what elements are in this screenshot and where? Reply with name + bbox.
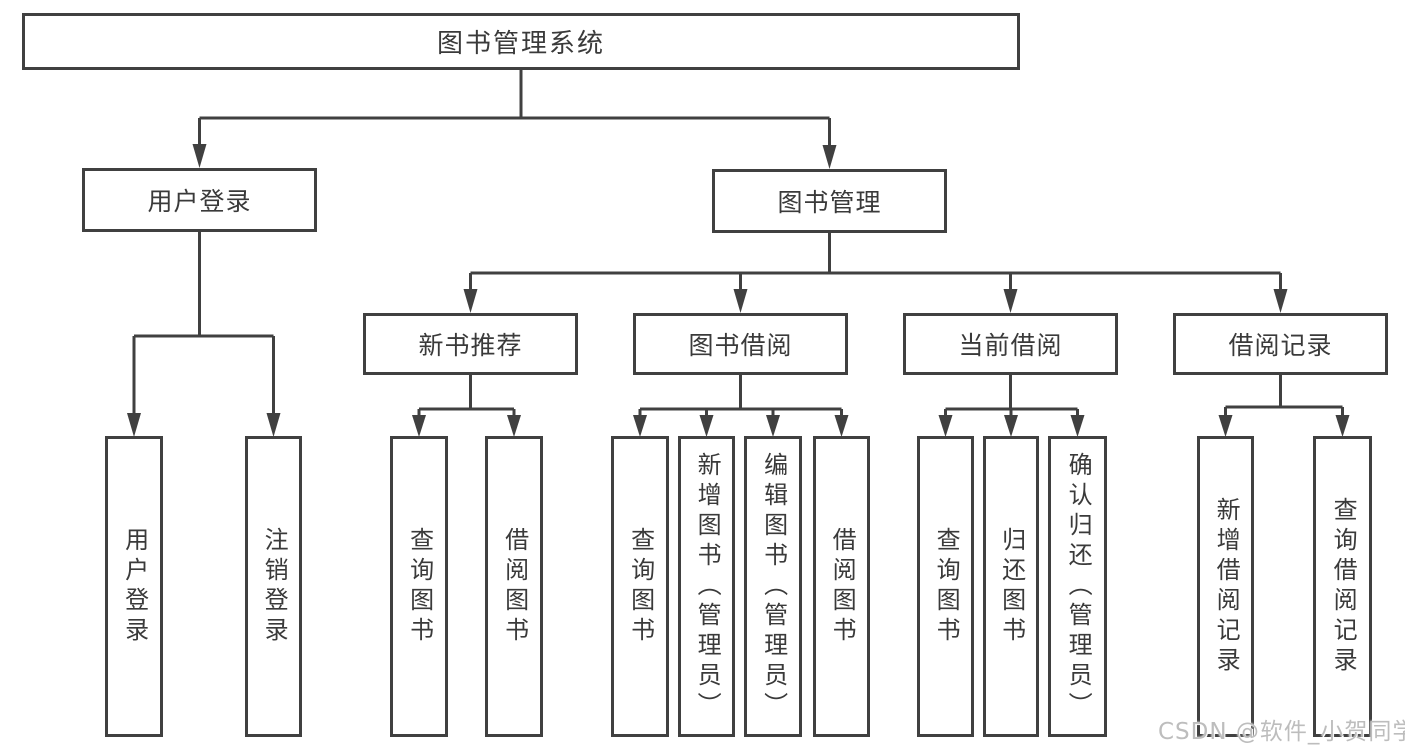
arrowhead: [1004, 415, 1018, 437]
node-book-borrow: 图书借阅: [633, 313, 848, 375]
leaf-query-books-borrow: 查询图书: [611, 436, 669, 737]
node-label: 当前借阅: [958, 331, 1063, 360]
arrowhead: [1335, 415, 1350, 437]
leaf-label: 借阅图书: [828, 526, 857, 647]
leaf-label: 借阅图书: [500, 526, 529, 647]
leaf-label: 查询图书: [626, 526, 655, 647]
node-label: 新书推荐: [418, 331, 523, 360]
csdn-watermark: CSDN @软件_小贺同学: [1158, 719, 1405, 745]
arrowhead: [463, 289, 478, 313]
arrowhead: [507, 415, 521, 437]
leaf-label: 查询图书: [932, 526, 961, 647]
connector-book-management-branch: [469, 233, 1282, 293]
arrowhead: [192, 144, 207, 168]
node-new-book-recommend: 新书推荐: [363, 313, 578, 375]
leaf-borrow-books: 借阅图书: [813, 436, 870, 737]
arrowhead: [412, 415, 426, 437]
leaf-query-books-current: 查询图书: [917, 436, 974, 737]
leaf-borrow-books-recommend: 借阅图书: [485, 436, 543, 737]
leaf-label: 查询借阅记录: [1329, 496, 1358, 677]
node-borrow-records: 借阅记录: [1173, 313, 1388, 375]
leaf-label: 用户登录: [120, 526, 149, 647]
leaf-edit-book-admin: 编辑图书（管理员）: [744, 436, 802, 737]
connector-current-borrow-branch: [944, 375, 1079, 417]
leaf-label: 确认归还（管理员）: [1064, 451, 1093, 722]
leaf-label: 归还图书: [997, 526, 1026, 647]
arrowhead: [834, 415, 849, 437]
connector-book-borrow-branch: [638, 375, 843, 417]
node-label: 用户登录: [147, 187, 252, 216]
connector-user-login-branch: [132, 232, 275, 417]
node-root-label: 图书管理系统: [436, 29, 605, 59]
arrowhead: [938, 415, 953, 437]
arrowhead: [1273, 289, 1288, 313]
arrowhead: [766, 415, 780, 437]
leaf-add-borrow-record: 新增借阅记录: [1197, 436, 1254, 737]
node-current-borrow: 当前借阅: [903, 313, 1118, 375]
arrowhead: [1070, 415, 1085, 437]
leaf-logout: 注销登录: [245, 436, 302, 737]
leaf-label: 新增图书（管理员）: [693, 451, 722, 722]
node-user-login: 用户登录: [82, 168, 317, 232]
arrowhead: [1003, 289, 1018, 313]
leaf-label: 查询图书: [405, 526, 434, 647]
arrowhead: [266, 413, 281, 437]
leaf-label: 新增借阅记录: [1212, 496, 1241, 677]
connector-new-book-branch: [417, 375, 516, 417]
connector-borrow-records-branch: [1224, 375, 1344, 417]
node-label: 图书管理: [777, 188, 882, 217]
node-book-management: 图书管理: [712, 169, 947, 233]
arrowhead: [633, 415, 647, 437]
leaf-confirm-return-admin: 确认归还（管理员）: [1048, 436, 1107, 737]
arrowhead: [822, 145, 837, 169]
leaf-label: 注销登录: [260, 526, 289, 647]
arrowhead: [1218, 415, 1233, 437]
node-root-system: 图书管理系统: [22, 13, 1020, 70]
leaf-label: 编辑图书（管理员）: [759, 451, 788, 722]
leaf-query-borrow-record: 查询借阅记录: [1313, 436, 1372, 737]
leaf-user-login: 用户登录: [105, 436, 163, 737]
arrowhead: [127, 413, 141, 437]
connector-root-to-level2: [198, 68, 831, 149]
leaf-return-book: 归还图书: [983, 436, 1039, 737]
leaf-query-books-recommend: 查询图书: [390, 436, 448, 737]
arrowhead: [699, 415, 714, 437]
arrowhead: [733, 289, 748, 313]
node-label: 图书借阅: [688, 331, 793, 360]
leaf-add-book-admin: 新增图书（管理员）: [678, 436, 735, 737]
node-label: 借阅记录: [1228, 331, 1333, 360]
